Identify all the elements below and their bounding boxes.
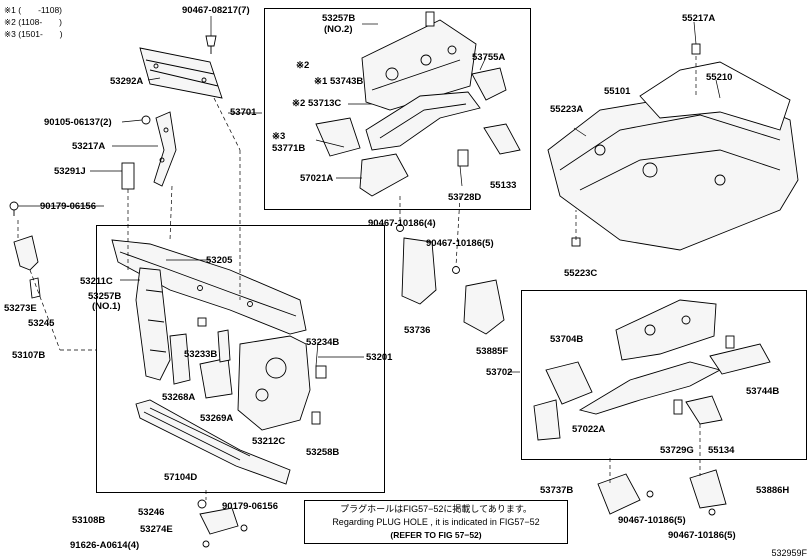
part-label[interactable]: 53258B <box>306 447 340 458</box>
leader-lines <box>18 16 721 373</box>
part-label[interactable]: (NO.2) <box>324 24 353 35</box>
bracket-assy-lower-part <box>197 499 248 548</box>
seal-plate-part <box>121 162 135 190</box>
part-label[interactable]: 53736 <box>404 325 431 336</box>
part-label[interactable]: 53704B <box>550 334 584 345</box>
part-label[interactable]: 53217A <box>72 141 106 152</box>
reinforcement-part <box>315 11 521 197</box>
part-label[interactable]: 55223A <box>550 104 584 115</box>
part-label[interactable]: 55133 <box>490 180 517 191</box>
bolt-part <box>9 201 19 216</box>
brace-part <box>153 111 177 187</box>
part-label[interactable]: 53268A <box>162 392 196 403</box>
part-label[interactable]: 53211C <box>80 276 113 287</box>
part-label[interactable]: 53201 <box>366 352 393 363</box>
legend-line-3: ※3 (1501- ) <box>4 29 63 39</box>
part-label[interactable]: 90467-10186(5) <box>618 515 686 526</box>
part-label[interactable]: 53885F <box>476 346 509 357</box>
part-label[interactable]: 53737B <box>540 485 574 496</box>
part-label[interactable]: 53702 <box>486 367 513 378</box>
part-label[interactable]: 55210 <box>706 72 733 83</box>
part-label: ※2 <box>292 98 306 109</box>
part-label[interactable]: 57104D <box>164 472 198 483</box>
part-label[interactable]: 53108B <box>72 515 106 526</box>
front-apron-lh-group-box <box>264 8 531 210</box>
part-label[interactable]: 53205 <box>206 255 233 266</box>
bolt-part <box>141 115 151 125</box>
part-label[interactable]: 53234B <box>306 337 340 348</box>
figure-id: 532959F <box>771 548 807 558</box>
part-label[interactable]: 55134 <box>708 445 735 456</box>
part-label[interactable]: 53291J <box>54 166 86 177</box>
part-label[interactable]: 55101 <box>604 86 631 97</box>
dash-panel-upper-part <box>639 61 791 131</box>
part-label[interactable]: 53728D <box>448 192 482 203</box>
part-label[interactable]: 53701 <box>230 107 257 118</box>
note-japanese: プラグホールはFIG57−52に掲載してあります。 <box>340 504 532 514</box>
note-english: Regarding PLUG HOLE , it is indicated in… <box>332 517 540 527</box>
note-reference[interactable]: (REFER TO FIG 57−52) <box>390 530 482 540</box>
part-label[interactable]: 53257B <box>88 291 122 302</box>
part-label[interactable]: 53729G <box>660 445 694 456</box>
part-label[interactable]: 55223C <box>564 268 598 279</box>
part-label[interactable]: 53273E <box>4 303 37 314</box>
part-label[interactable]: 57022A <box>572 424 606 435</box>
radiator-support-lower-part <box>135 399 291 485</box>
front-apron-part <box>365 91 481 151</box>
front-apron-rh-part <box>578 361 722 415</box>
hood-lock-support-part <box>139 47 223 99</box>
part-label[interactable]: 91626-A0614(4) <box>70 540 140 551</box>
radiator-support-lh-part <box>237 335 311 431</box>
part-label[interactable]: 53245 <box>28 318 55 329</box>
part-label[interactable]: 53886H <box>756 485 790 496</box>
part-label[interactable]: 53755A <box>472 52 506 63</box>
front-apron-rh-upper-part <box>615 299 717 361</box>
part-label[interactable]: 90105-06137(2) <box>44 117 112 128</box>
plug-hole-note: プラグホールはFIG57−52に掲載してあります。 Regarding PLUG… <box>304 500 568 544</box>
part-label[interactable]: 90179-06156 <box>222 501 278 512</box>
front-apron-upper-part <box>361 19 477 111</box>
bracket-part <box>13 235 41 299</box>
radiator-support-side-part <box>135 267 171 381</box>
part-label[interactable]: 53743B <box>330 76 364 87</box>
part-label[interactable]: 90467-08217(7) <box>182 5 250 16</box>
part-label: ※2 <box>296 60 310 71</box>
part-label: ※1 <box>314 76 328 87</box>
bracket-part <box>169 329 233 399</box>
part-label[interactable]: 53269A <box>200 413 234 424</box>
part-label[interactable]: 53713C <box>308 98 342 109</box>
apron-bracket-rh-part <box>597 469 727 516</box>
part-label: ※3 <box>272 131 286 142</box>
clip-part <box>205 35 217 54</box>
part-label[interactable]: 53257B <box>322 13 356 24</box>
part-label[interactable]: 90467-10186(5) <box>426 238 494 249</box>
part-label[interactable]: 53107B <box>12 350 46 361</box>
part-label[interactable]: (NO.1) <box>92 301 121 312</box>
small-bracket-part <box>197 317 327 425</box>
part-label[interactable]: 57021A <box>300 173 334 184</box>
part-label[interactable]: 55217A <box>682 13 716 24</box>
part-label[interactable]: 53233B <box>184 349 218 360</box>
part-label[interactable]: 53744B <box>746 386 780 397</box>
radiator-support-group-box <box>96 225 385 493</box>
part-label[interactable]: 90179-06156 <box>40 201 96 212</box>
front-apron-rh-group-box <box>521 290 807 460</box>
legend-line-1: ※1 ( -1108) <box>4 5 63 15</box>
dashed-guides <box>17 56 701 500</box>
part-label[interactable]: 90467-10186(5) <box>668 530 736 541</box>
apron-bracket-part <box>396 224 505 335</box>
part-label[interactable]: 53771B <box>272 143 306 154</box>
legend-line-2: ※2 (1108- ) <box>4 17 63 27</box>
part-label[interactable]: 53292A <box>110 76 144 87</box>
part-label[interactable]: 53246 <box>138 507 165 518</box>
part-label[interactable]: 90467-10186(4) <box>368 218 436 229</box>
part-label[interactable]: 53274E <box>140 524 173 535</box>
part-label[interactable]: 53212C <box>252 436 286 447</box>
reinforcement-rh-part <box>533 335 771 441</box>
